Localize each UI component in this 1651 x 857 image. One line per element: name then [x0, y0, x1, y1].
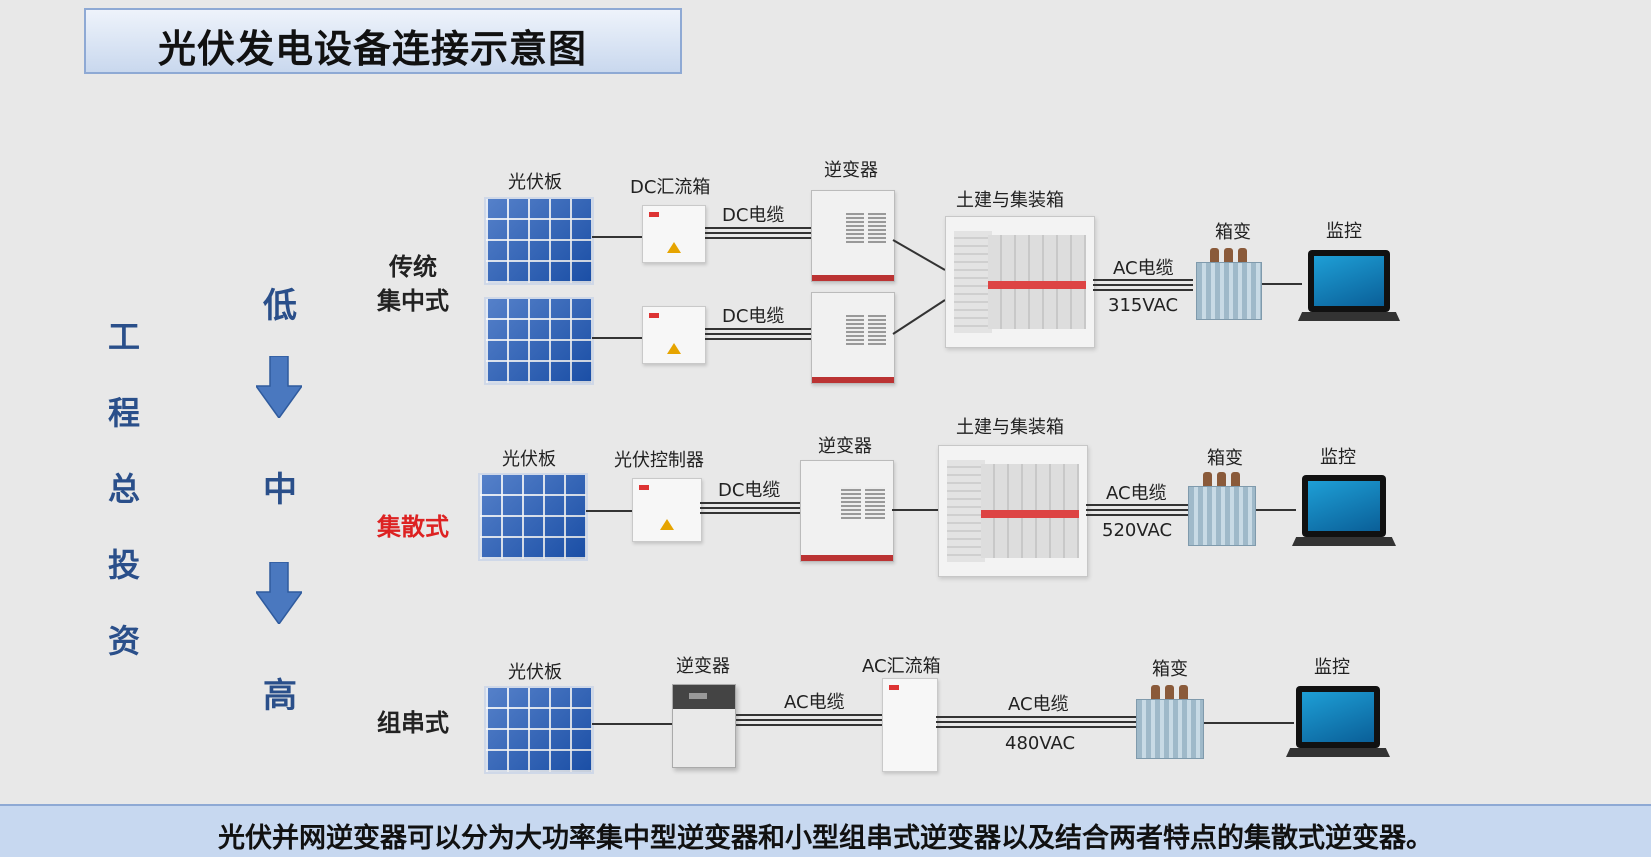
ac-cable-label: AC电缆	[1106, 483, 1167, 504]
transformer-icon	[1136, 685, 1204, 759]
inverter-label: 逆变器	[818, 436, 872, 457]
page-title: 光伏发电设备连接示意图	[158, 27, 588, 71]
transformer-icon	[1196, 248, 1262, 320]
inverter-label: 逆变器	[824, 160, 878, 181]
connection-line	[1256, 509, 1296, 511]
row-label-line: 集中式	[377, 287, 449, 315]
level-low: 低	[263, 286, 297, 326]
central-inverter-icon	[800, 460, 894, 562]
pv-panel-icon	[484, 686, 594, 774]
dc-cable-line	[705, 328, 811, 340]
connection-line	[1262, 283, 1302, 285]
vertical-char: 资	[107, 622, 140, 660]
down-arrow-icon	[256, 356, 302, 418]
ac-combiner-label: AC汇流箱	[862, 656, 941, 677]
total-investment-label: 工 程 总 投 资	[104, 312, 144, 662]
connection-line	[592, 337, 642, 339]
dc-cable-line	[705, 227, 811, 239]
footer-bar: 光伏并网逆变器可以分为大功率集中型逆变器和小型组串式逆变器以及结合两者特点的集散…	[0, 804, 1651, 857]
container-label: 土建与集装箱	[956, 190, 1064, 211]
voltage-label: 480VAC	[1005, 733, 1076, 754]
laptop-monitor-icon	[1286, 686, 1390, 759]
pv-controller-label: 光伏控制器	[614, 450, 704, 471]
row-label-distributed: 集散式	[377, 513, 449, 541]
level-high: 高	[263, 676, 297, 716]
row-label-string: 组串式	[377, 709, 449, 737]
pv-panel-icon	[484, 197, 594, 285]
transformer-label: 箱变	[1215, 222, 1251, 243]
dc-cable-label: DC电缆	[722, 205, 785, 226]
central-inverter-icon	[811, 190, 895, 282]
container-label: 土建与集装箱	[956, 417, 1064, 438]
voltage-label: 315VAC	[1108, 295, 1179, 316]
ac-cable-line	[1086, 504, 1188, 516]
vertical-char: 工	[107, 318, 140, 356]
vertical-char: 程	[107, 394, 140, 432]
monitor-label: 监控	[1320, 447, 1356, 468]
ac-combiner-box-icon	[882, 678, 938, 772]
pv-panel-icon	[478, 473, 588, 561]
footer-text: 光伏并网逆变器可以分为大功率集中型逆变器和小型组串式逆变器以及结合两者特点的集散…	[218, 823, 1433, 854]
laptop-monitor-icon	[1298, 250, 1400, 322]
dc-combiner-box-icon	[642, 306, 706, 364]
transformer-icon	[1188, 472, 1256, 546]
string-inverter-icon	[672, 684, 736, 768]
ac-cable-label: AC电缆	[784, 692, 845, 713]
ac-cable-line	[1093, 279, 1193, 291]
ac-cable-label: AC电缆	[1113, 258, 1174, 279]
pv-panel-label: 光伏板	[502, 449, 556, 470]
transformer-label: 箱变	[1207, 448, 1243, 469]
vertical-char: 投	[107, 546, 140, 584]
connection-line	[586, 510, 636, 512]
ac-cable-line	[936, 716, 1136, 728]
ac-cable-line	[736, 714, 882, 726]
laptop-monitor-icon	[1292, 475, 1396, 548]
connection-line	[592, 236, 642, 238]
dc-cable-label: DC电缆	[722, 306, 785, 327]
monitor-label: 监控	[1314, 657, 1350, 678]
dc-combiner-box-icon	[642, 205, 706, 263]
connection-line	[892, 509, 938, 511]
central-inverter-icon	[811, 292, 895, 384]
monitor-label: 监控	[1326, 221, 1362, 242]
level-mid: 中	[263, 470, 297, 510]
title-box: 光伏发电设备连接示意图	[84, 8, 682, 74]
dc-combiner-label: DC汇流箱	[630, 177, 711, 198]
connection-line	[592, 723, 672, 725]
pv-panel-label: 光伏板	[508, 172, 562, 193]
pv-controller-icon	[632, 478, 702, 542]
row-label-line: 传统	[389, 253, 437, 281]
ac-cable-label: AC电缆	[1008, 694, 1069, 715]
dc-cable-label: DC电缆	[718, 480, 781, 501]
pv-panel-label: 光伏板	[508, 662, 562, 683]
down-arrow-icon	[256, 562, 302, 624]
voltage-label: 520VAC	[1102, 520, 1173, 541]
row-label-central: 传统 集中式	[368, 250, 458, 318]
connection-line	[1204, 722, 1294, 724]
container-icon	[945, 216, 1095, 348]
container-icon	[938, 445, 1088, 577]
vertical-char: 总	[107, 470, 140, 508]
pv-panel-icon	[484, 297, 594, 385]
inverter-label: 逆变器	[676, 656, 730, 677]
dc-cable-line	[700, 502, 800, 514]
transformer-label: 箱变	[1152, 659, 1188, 680]
